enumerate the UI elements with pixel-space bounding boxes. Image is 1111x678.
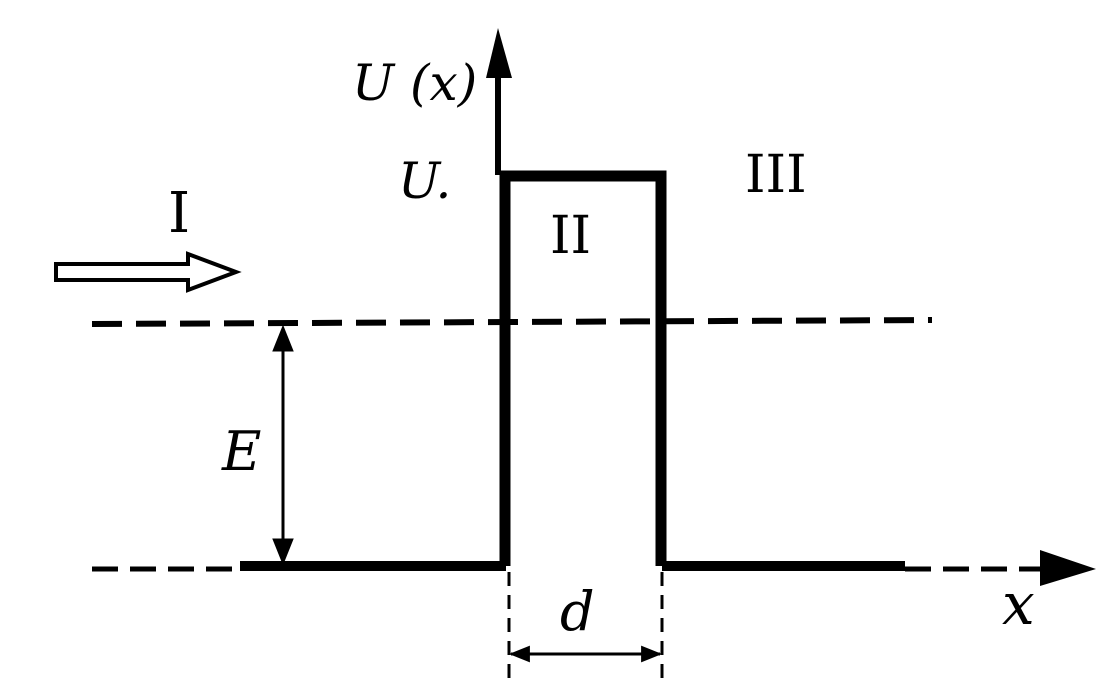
region-i-label: I: [168, 181, 190, 246]
barrier-height-label: U.: [398, 152, 451, 210]
energy-level-line: [91, 317, 933, 327]
y-axis-label: U (x): [352, 54, 477, 112]
region-iii-label: III: [745, 145, 807, 205]
y-axis: [486, 28, 512, 175]
width-guides: [507, 572, 664, 678]
width-label: d: [560, 580, 595, 643]
potential-barrier: [499, 170, 667, 566]
x-axis-arrowhead: [1040, 550, 1096, 586]
region-ii-label: II: [550, 206, 591, 266]
x-axis: [92, 550, 1096, 586]
x-axis-label: x: [1002, 570, 1035, 638]
incident-arrow: [54, 251, 242, 293]
y-axis-arrowhead: [486, 28, 512, 78]
energy-label: E: [221, 420, 261, 483]
